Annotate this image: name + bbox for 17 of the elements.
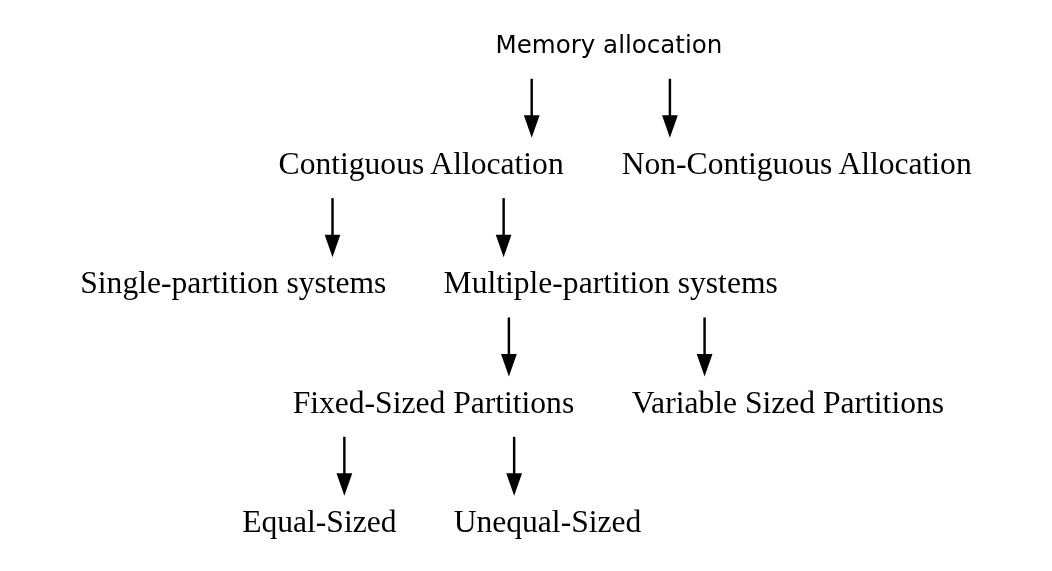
arrow	[324, 198, 341, 258]
arrow	[495, 198, 512, 258]
node-text: Non-Contiguous Allocation	[621, 145, 972, 181]
arrow	[501, 317, 517, 377]
node-text: Single-partition systems	[80, 265, 387, 301]
node-text: Variable Sized Partitions	[631, 384, 945, 420]
arrow	[662, 78, 678, 138]
node-text: Fixed-Sized Partitions	[292, 384, 575, 420]
node-text: Memory allocation	[495, 30, 723, 60]
arrow	[523, 78, 540, 138]
arrow	[506, 436, 523, 496]
node-text: Contiguous Allocation	[278, 145, 564, 181]
arrow	[336, 436, 353, 496]
node-text: Equal-Sized	[242, 503, 397, 539]
node-text: Unequal-Sized	[453, 503, 642, 539]
arrow	[696, 317, 713, 377]
node-text: Multiple-partition systems	[443, 265, 778, 301]
